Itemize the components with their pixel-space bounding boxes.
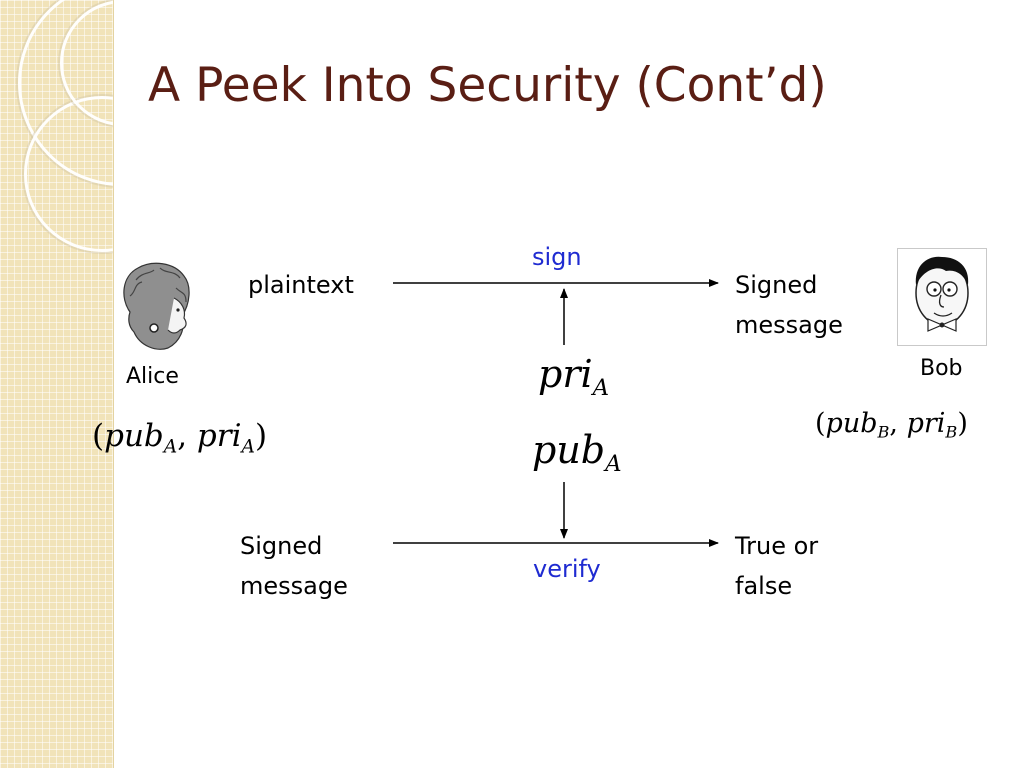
alice-name: Alice	[126, 364, 179, 389]
alice-keypair-pri-sub: A	[241, 436, 255, 458]
verify-input-line2: message	[240, 572, 348, 600]
bob-keypair-sep: ,	[889, 408, 907, 439]
verify-input-label: Signed message	[240, 526, 348, 606]
sign-key-base: pri	[538, 352, 593, 396]
bob-name: Bob	[920, 356, 963, 381]
bob-keypair-pri-sub: B	[945, 422, 958, 442]
bob-keypair-open: (	[815, 408, 826, 439]
sign-output-line1: Signed	[735, 271, 818, 299]
bob-keypair: (pubB, priB)	[815, 408, 968, 442]
bob-avatar-frame	[897, 248, 987, 346]
bob-avatar-icon	[915, 256, 969, 332]
alice-keypair-pri: pri	[196, 418, 242, 454]
sign-output-line2: message	[735, 311, 843, 339]
sign-key-sub: A	[592, 374, 610, 401]
alice-keypair: (pubA, priA)	[92, 418, 267, 458]
verify-key: pubA	[532, 428, 622, 477]
sign-operation-label: sign	[532, 243, 582, 271]
verify-output-label: True or false	[735, 526, 818, 606]
alice-keypair-open: (	[92, 418, 105, 454]
alice-keypair-pub-sub: A	[163, 436, 178, 458]
bob-keypair-pub: pub	[825, 408, 878, 439]
slide-title: A Peek Into Security (Cont’d)	[148, 58, 827, 113]
alice-avatar-icon	[123, 262, 190, 350]
alice-keypair-close: )	[254, 418, 268, 454]
verify-operation-label: verify	[533, 555, 601, 583]
bob-keypair-close: )	[957, 408, 968, 439]
bob-keypair-pri: pri	[906, 408, 946, 439]
sign-key: priA	[538, 352, 609, 401]
verify-input-line1: Signed	[240, 532, 323, 560]
verify-key-base: pub	[532, 428, 606, 472]
alice-keypair-pub: pub	[104, 418, 164, 454]
verify-output-line1: True or	[735, 532, 819, 560]
verify-output-line2: false	[735, 572, 793, 600]
bob-keypair-pub-sub: B	[877, 422, 890, 442]
sign-output-label: Signed message	[735, 265, 843, 345]
alice-keypair-sep: ,	[177, 418, 197, 454]
sign-input-label: plaintext	[248, 271, 354, 299]
decorative-side-strip	[0, 0, 114, 768]
verify-key-sub: A	[605, 450, 622, 477]
